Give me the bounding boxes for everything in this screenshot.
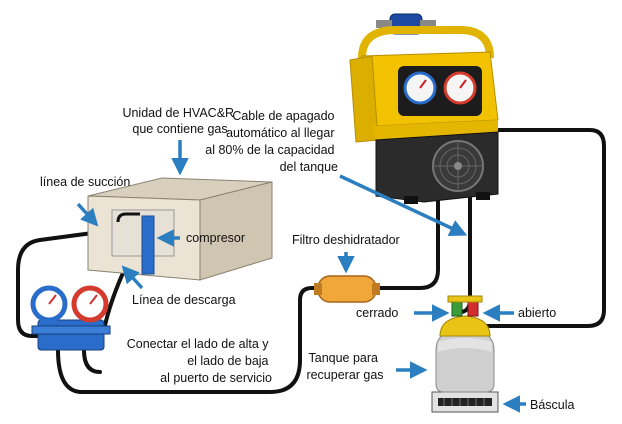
arrow-suction-line [76, 202, 99, 227]
label-open: abierto [518, 306, 556, 320]
manifold-hose-right [82, 348, 102, 374]
machine-to-tank-hose [460, 193, 472, 314]
compressor-tube [141, 215, 155, 275]
arrow-shutoff-cable [339, 174, 468, 236]
label-closed: cerrado [356, 306, 398, 320]
arrow-discharge-line [121, 265, 144, 290]
label-scale: Báscula [530, 398, 575, 412]
label-discharge-line: Línea de descarga [132, 293, 236, 307]
label-connect-sides: Conectar el lado de alta y el lado de ba… [127, 337, 272, 385]
hvac-unit-box [87, 177, 273, 281]
filter-drier [314, 275, 380, 303]
label-shutoff-cable: Cable de apagado automático al llegar al… [205, 109, 338, 174]
label-recovery-tank: Tanque para recuperar gas [306, 351, 383, 382]
recovery-machine [349, 13, 499, 204]
suction-hose [16, 230, 102, 338]
label-filter-drier: Filtro deshidratador [292, 233, 400, 247]
manifold-gauges [30, 285, 111, 351]
recovery-tank [431, 295, 499, 413]
callout-arrows [76, 140, 526, 413]
label-compressor: compresor [186, 231, 245, 245]
filter-to-machine-hose [374, 198, 440, 290]
label-hvac-unit: Unidad de HVAC&R que contiene gas [122, 106, 237, 136]
machine-to-tank-open-hose [484, 128, 606, 328]
label-suction-line: línea de succión [40, 175, 130, 189]
text-labels: Unidad de HVAC&R que contiene gas línea … [40, 106, 575, 412]
manifold-hose-left [56, 286, 320, 394]
